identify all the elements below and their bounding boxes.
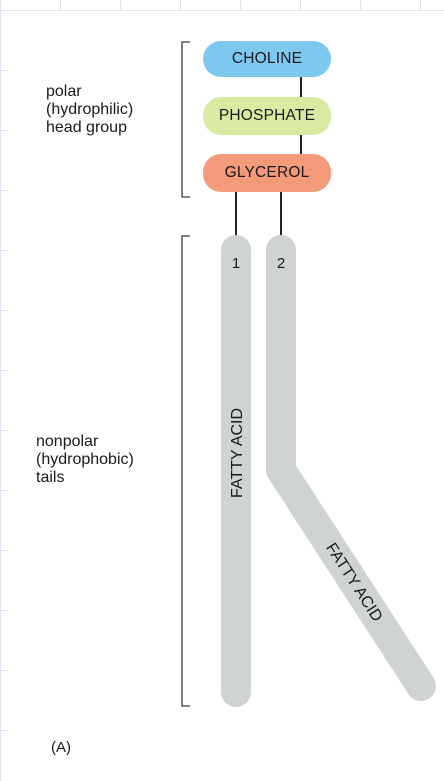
head-group-bracket [181,41,190,198]
head-group-label: polar (hydrophilic) head group [46,83,134,136]
tail-1-number: 1 [232,255,240,272]
choline-pill: CHOLINE [203,41,331,77]
tail-2-label: FATTY ACID [322,540,385,625]
phosphate-pill: PHOSPHATE [203,97,331,135]
tails-bracket [181,235,190,707]
tails-label: nonpolar (hydrophobic) tails [36,433,134,486]
fatty-acid-tail-2 [266,235,436,701]
glycerol-pill: GLYCEROL [203,154,331,192]
tail-2-number: 2 [277,255,285,272]
panel-label: (A) [51,739,71,756]
tail-1-label: FATTY ACID [229,408,246,498]
